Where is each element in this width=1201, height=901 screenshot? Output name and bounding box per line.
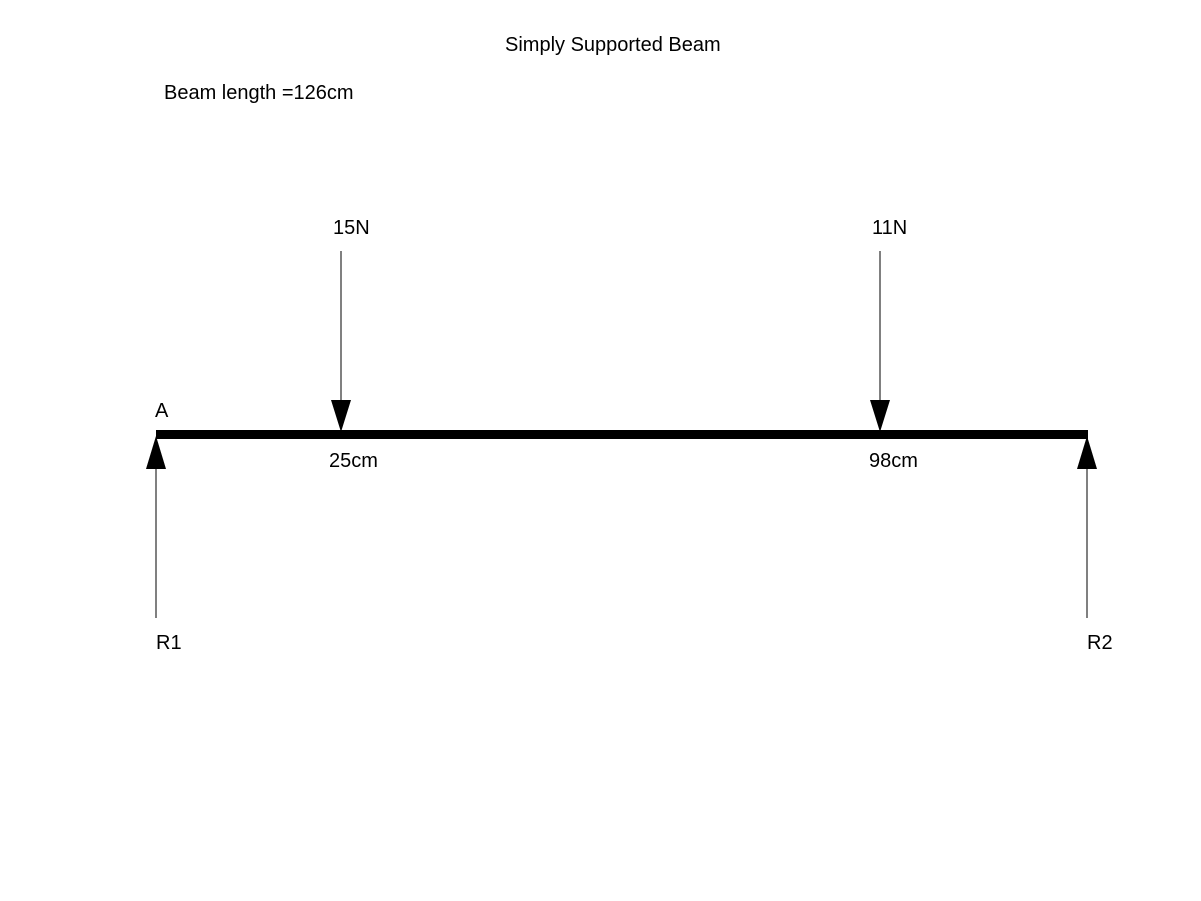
reaction-r1-label: R1 [156,632,182,654]
point-a-label: A [155,400,169,422]
diagram-title: Simply Supported Beam [505,34,721,56]
load-arrow-1-head [331,400,351,432]
load-arrow-2-head [870,400,890,432]
reaction-arrow-r1 [146,436,166,618]
load-arrow-1 [331,251,351,432]
load-arrow-2 [870,251,890,432]
beam [156,430,1088,439]
load-2-position-label: 98cm [869,450,918,472]
reaction-arrow-r1-head [146,436,166,469]
reaction-arrow-r2 [1077,436,1097,618]
reaction-arrow-r2-head [1077,436,1097,469]
beam-length-label: Beam length =126cm [164,82,354,104]
load-1-magnitude-label: 15N [333,217,370,239]
load-1-position-label: 25cm [329,450,378,472]
reaction-r2-label: R2 [1087,632,1113,654]
load-2-magnitude-label: 11N [872,217,908,239]
